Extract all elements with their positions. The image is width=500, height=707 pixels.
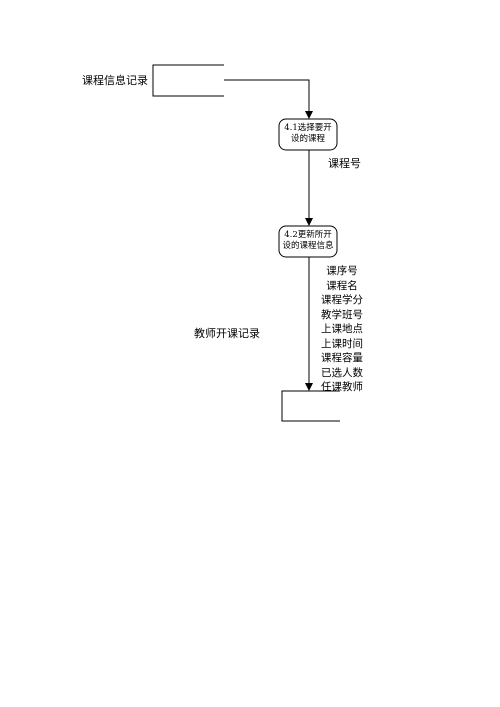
process-4-2-label: 4.2更新所开 设的课程信息 (279, 230, 337, 252)
field-item: 任课教师 (321, 381, 363, 393)
field-item: 课序号 (326, 265, 358, 277)
flow-store-to-p41 (224, 79, 313, 119)
teacher-course-store-label: 教师开课记录 (194, 327, 260, 340)
field-item: 课程容量 (321, 352, 363, 364)
process-4-1-label: 4.1选择要开 设的课程 (279, 123, 337, 145)
course-fields-flow-label: 课序号 课程名 课程学分 教学班号 上课地点 上课时间 课程容量 已选人数 任课… (319, 264, 365, 395)
process-4-1-line1: 4.1选择要开 (284, 123, 332, 133)
process-4-1-line2: 设的课程 (290, 134, 325, 144)
course-number-flow-label: 课程号 (328, 157, 361, 170)
field-item: 上课地点 (321, 323, 363, 335)
process-4-2-line2: 设的课程信息 (282, 241, 334, 251)
process-4-1-box (278, 118, 338, 151)
field-item: 上课时间 (321, 337, 363, 350)
teacher-course-store (281, 390, 340, 422)
course-info-store-label: 课程信息记录 (82, 74, 148, 87)
field-item: 已选人数 (321, 366, 363, 379)
field-item: 课程名 (326, 279, 358, 292)
field-item: 课程学分 (321, 294, 363, 306)
field-item: 教学班号 (321, 308, 363, 321)
process-4-2-line1: 4.2更新所开 (284, 230, 332, 240)
course-info-store (152, 64, 224, 97)
process-4-2-box (278, 225, 338, 258)
